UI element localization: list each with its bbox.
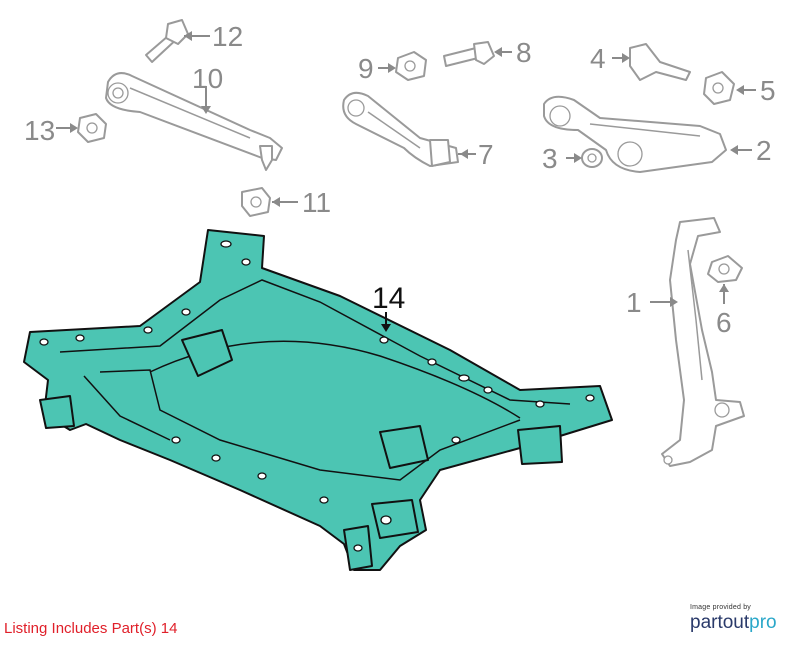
part-11-nut — [241, 187, 298, 217]
part-4-bracket — [612, 43, 691, 81]
callout-2: 2 — [756, 135, 772, 166]
brand-part1: partout — [690, 612, 750, 633]
part-7-control-arm — [342, 91, 476, 167]
listing-includes-text: Listing Includes Part(s) 14 — [4, 620, 178, 637]
brand-part2: pro — [749, 612, 777, 633]
part-3-washer — [566, 148, 603, 168]
part-9-nut — [378, 51, 427, 81]
brand-logo: partoutpro — [690, 612, 798, 634]
part-1-knuckle — [650, 217, 745, 467]
part-6-nut — [707, 255, 743, 304]
part-2-control-arm — [543, 95, 752, 173]
callout-14: 14 — [372, 282, 405, 315]
part-12-bolt — [145, 19, 210, 63]
callout-10: 10 — [192, 63, 223, 94]
callout-9: 9 — [358, 53, 374, 84]
image-credit: Image provided by partoutpro — [690, 604, 798, 634]
callout-4: 4 — [590, 43, 606, 74]
callout-13: 13 — [24, 115, 55, 146]
part-14-subframe — [23, 229, 613, 571]
callout-3: 3 — [542, 143, 558, 174]
part-13-nut — [56, 113, 107, 143]
part-5-nut — [703, 71, 756, 105]
part-8-bolt — [443, 41, 512, 67]
callout-11: 11 — [302, 187, 331, 218]
credit-caption: Image provided by — [690, 604, 751, 611]
callout-6: 6 — [716, 307, 732, 338]
callout-7: 7 — [478, 139, 494, 170]
callout-8: 8 — [516, 37, 532, 68]
callout-12: 12 — [212, 21, 243, 52]
callout-1: 1 — [626, 287, 642, 318]
callout-5: 5 — [760, 75, 776, 106]
part-10-control-arm — [105, 72, 283, 171]
